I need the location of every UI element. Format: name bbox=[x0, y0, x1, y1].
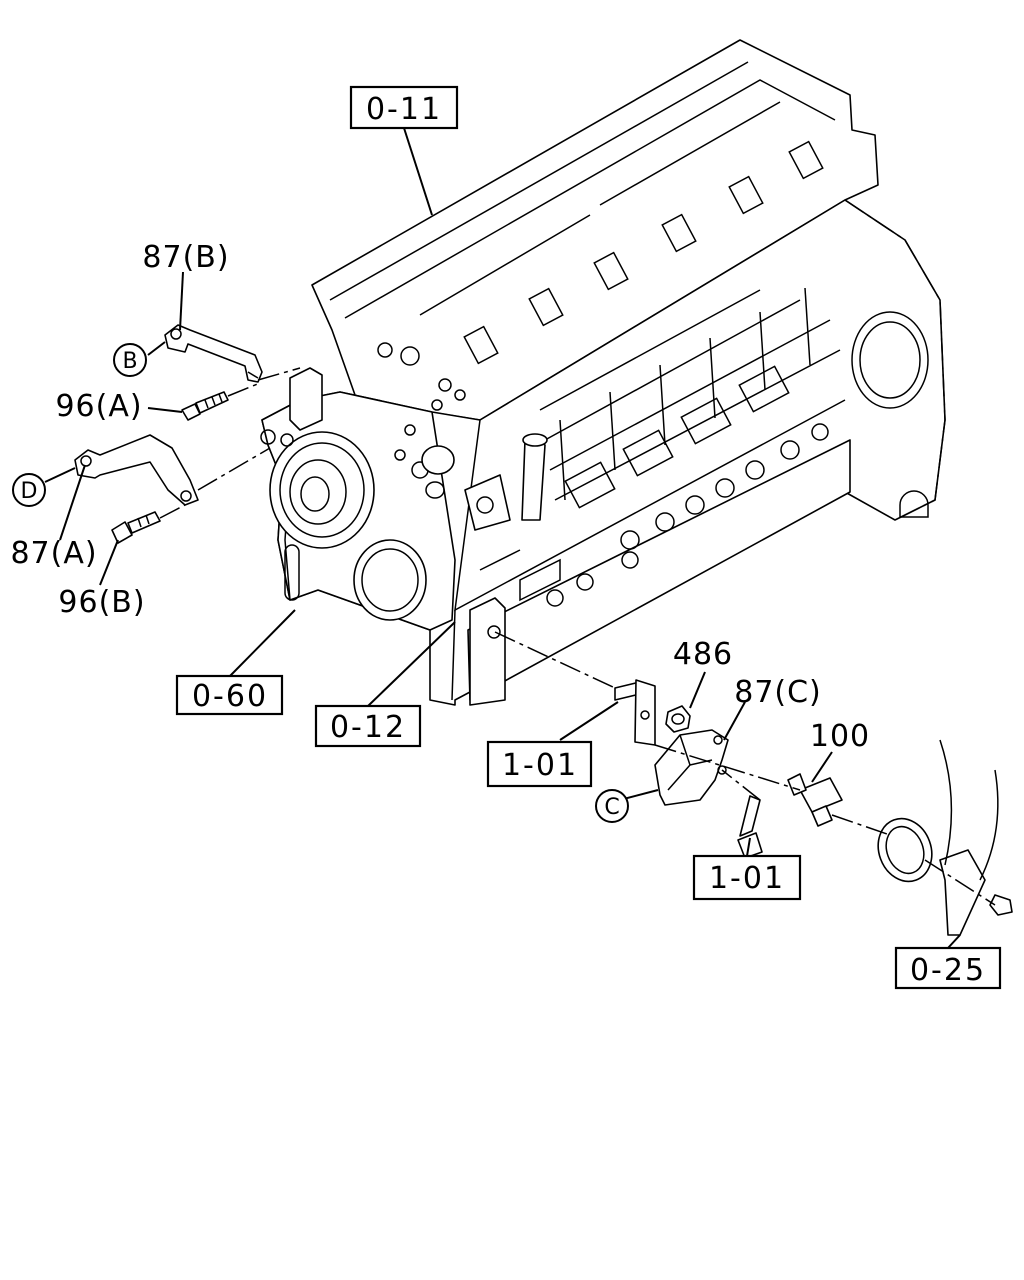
part-label-96a[interactable]: 96(A) bbox=[55, 389, 142, 424]
bolt-1-01-lower bbox=[737, 795, 763, 859]
bracket-87b bbox=[164, 324, 263, 383]
crank-pulley bbox=[269, 431, 375, 549]
marker-c: C bbox=[595, 789, 629, 823]
callout-ref-0-25[interactable]: 0-25 bbox=[894, 946, 1002, 990]
marker-c-label: C bbox=[604, 795, 619, 820]
stud-1-01-upper bbox=[614, 679, 656, 746]
bolt-96b bbox=[111, 511, 161, 544]
nut-486 bbox=[665, 705, 691, 733]
ref-0-60-label: 0-60 bbox=[192, 679, 268, 714]
ref-1-01-lower-label: 1-01 bbox=[709, 861, 785, 896]
ref-0-11-label: 0-11 bbox=[366, 92, 442, 127]
part-label-87a[interactable]: 87(A) bbox=[10, 536, 97, 571]
bracket-87a bbox=[74, 434, 199, 506]
block-ribs bbox=[479, 287, 841, 607]
sensor-100 bbox=[787, 773, 843, 827]
assembly-center-lines bbox=[159, 367, 996, 906]
marker-b-label: B bbox=[122, 349, 137, 374]
part-label-486[interactable]: 486 bbox=[673, 637, 733, 672]
part-label-96b[interactable]: 96(B) bbox=[58, 585, 145, 620]
ref-1-01-upper-label: 1-01 bbox=[502, 748, 578, 783]
bracket-87c bbox=[654, 729, 729, 806]
part-label-87b[interactable]: 87(B) bbox=[142, 240, 229, 275]
callout-ref-0-11[interactable]: 0-11 bbox=[349, 85, 459, 130]
callout-ref-0-60[interactable]: 0-60 bbox=[175, 674, 284, 716]
head-ports bbox=[377, 140, 824, 411]
part-label-87c[interactable]: 87(C) bbox=[734, 675, 822, 710]
marker-d-label: D bbox=[21, 479, 38, 504]
callout-ref-0-12[interactable]: 0-12 bbox=[314, 704, 422, 748]
marker-b: B bbox=[113, 343, 147, 377]
ref-0-12-label: 0-12 bbox=[330, 710, 406, 745]
marker-d: D bbox=[12, 473, 46, 507]
leader-lines bbox=[44, 127, 961, 949]
flange-0-25 bbox=[877, 739, 1013, 936]
ref-0-25-label: 0-25 bbox=[910, 953, 986, 988]
bolt-96a bbox=[181, 391, 229, 421]
callout-ref-1-01-upper[interactable]: 1-01 bbox=[486, 740, 593, 788]
engine-block-drawing bbox=[260, 39, 946, 706]
callout-ref-1-01-lower[interactable]: 1-01 bbox=[692, 854, 802, 901]
part-label-100[interactable]: 100 bbox=[810, 719, 870, 754]
